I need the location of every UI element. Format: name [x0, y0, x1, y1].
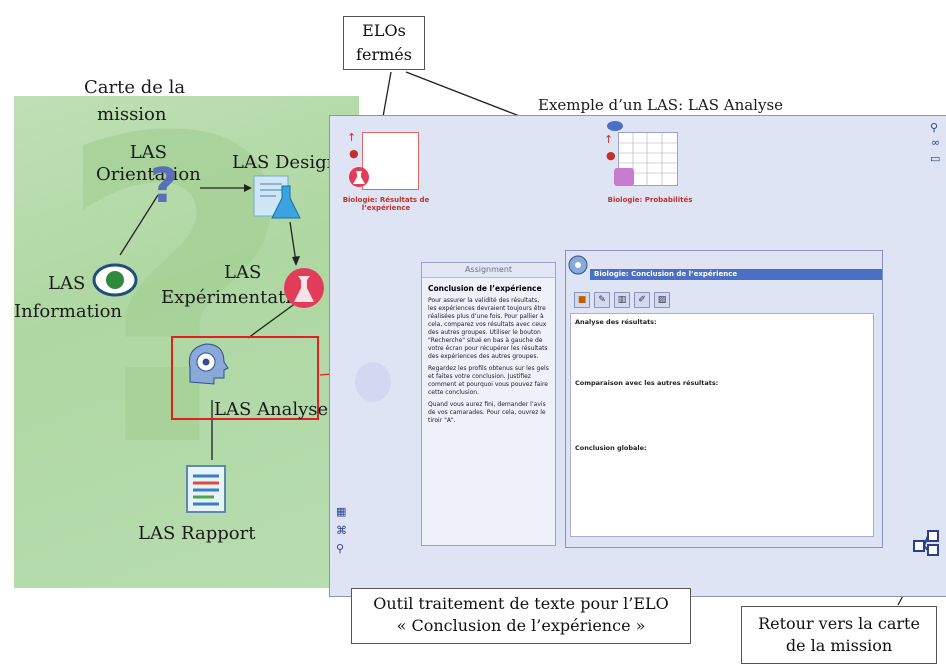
map-title-line1: Carte de la [84, 77, 186, 98]
node-orientation-label: LAS Orientation [96, 142, 201, 185]
editor-toolbar-top [566, 251, 882, 269]
user-icon[interactable]: ● [349, 147, 359, 160]
node-analyse-label: LAS Analyse [214, 399, 329, 420]
edit-tool-icon[interactable]: ✐ [634, 292, 650, 308]
analyse-highlight-box [171, 336, 319, 420]
assignment-paragraph-1: Pour assurer la validité des résultats, … [428, 297, 548, 360]
experiment-small-icon[interactable] [346, 165, 372, 189]
assignment-panel: Assignment Conclusion de l’expérience Po… [421, 262, 556, 546]
head-gear-icon[interactable] [180, 338, 230, 388]
node-experimentation-label-line2: Expérimentation [161, 287, 314, 308]
callout-las-example: Exemple d’un LAS: LAS Analyse [538, 96, 784, 114]
mission-map-icon[interactable] [912, 529, 942, 557]
experiment-icon[interactable] [278, 262, 326, 312]
question-mark-icon[interactable]: ? [150, 158, 178, 214]
assignment-paragraph-3: Quand vous aurez fini, demander l’avis d… [428, 401, 546, 424]
assignment-header: Assignment [422, 263, 555, 278]
mission-map: ? [14, 96, 359, 588]
report-icon[interactable] [184, 464, 228, 514]
chart-icon[interactable] [614, 168, 634, 186]
elo-eye-icon[interactable] [605, 118, 625, 132]
text-editor-window: Biologie: Conclusion de l’expérience ■✎▥… [565, 250, 883, 548]
node-experimentation-label-line1: LAS [224, 262, 262, 283]
node-information-label-line1: LAS [48, 273, 86, 294]
folder-icon[interactable]: ▭ [930, 152, 941, 165]
document-area[interactable]: Analyse des résultats: Comparaison avec … [570, 313, 874, 537]
elo-probabilities-caption: Biologie: Probabilités [607, 196, 693, 204]
stop-icon[interactable]: ■ [574, 292, 590, 308]
node-rapport-label: LAS Rapport [138, 523, 256, 544]
callout-editor-tool: Outil traitement de texte pour l’ELO « C… [351, 588, 691, 644]
doc-line-conclusion: Conclusion globale: [575, 444, 647, 452]
search-icon[interactable]: ⚲ [336, 542, 345, 555]
callout-elos-closed: ELOs fermés [343, 16, 425, 70]
user-icon-2[interactable]: ● [606, 149, 616, 162]
assignment-title: Conclusion de l’expérience [428, 284, 542, 293]
search-person-icon[interactable]: ⚲ [930, 121, 939, 134]
background-question-mark: ? [54, 96, 298, 540]
pen-icon[interactable]: ✎ [594, 292, 610, 308]
pin-icon[interactable]: ↑ [347, 131, 357, 144]
expand-icon[interactable]: ⌘ [336, 524, 347, 537]
elo-results-thumbnail[interactable] [362, 132, 419, 190]
grid-icon[interactable]: ▦ [336, 505, 347, 518]
flask-icon[interactable] [252, 172, 302, 222]
chart-tool-icon[interactable]: ▥ [614, 292, 630, 308]
doc-line-analysis: Analyse des résultats: [575, 318, 657, 326]
callout-back-to-map: Retour vers la carte de la mission [741, 606, 937, 664]
editor-format-toolbar: ■✎▥✐▨ [574, 287, 674, 309]
editor-title-bar[interactable]: Biologie: Conclusion de l’expérience [590, 269, 882, 280]
faded-head-icon [355, 362, 391, 402]
node-design-label: LAS Design [232, 152, 339, 173]
image-tool-icon[interactable]: ▨ [654, 292, 670, 308]
pin-icon-2[interactable]: ↑ [604, 133, 614, 146]
assignment-paragraph-2: Regardez les profils obtenus sur les gel… [428, 365, 549, 396]
node-information-label-line2: Information [14, 301, 123, 322]
editor-head-icon[interactable] [568, 253, 588, 277]
eye-icon[interactable] [92, 262, 138, 298]
doc-line-comparison: Comparaison avec les autres résultats: [575, 379, 719, 387]
link-icon[interactable]: ∞ [931, 136, 941, 149]
map-title-line2: mission [97, 104, 167, 125]
